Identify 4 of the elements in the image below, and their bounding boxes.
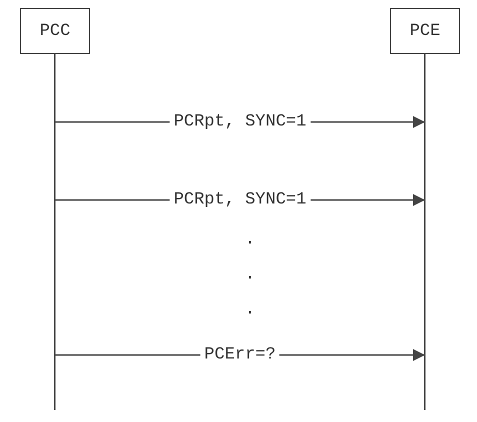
message-label: PCRpt, SYNC=1	[170, 190, 310, 210]
participant-box: PCC	[20, 8, 90, 54]
message-label: PCRpt, SYNC=1	[170, 112, 310, 132]
participant-box: PCE	[390, 8, 460, 54]
